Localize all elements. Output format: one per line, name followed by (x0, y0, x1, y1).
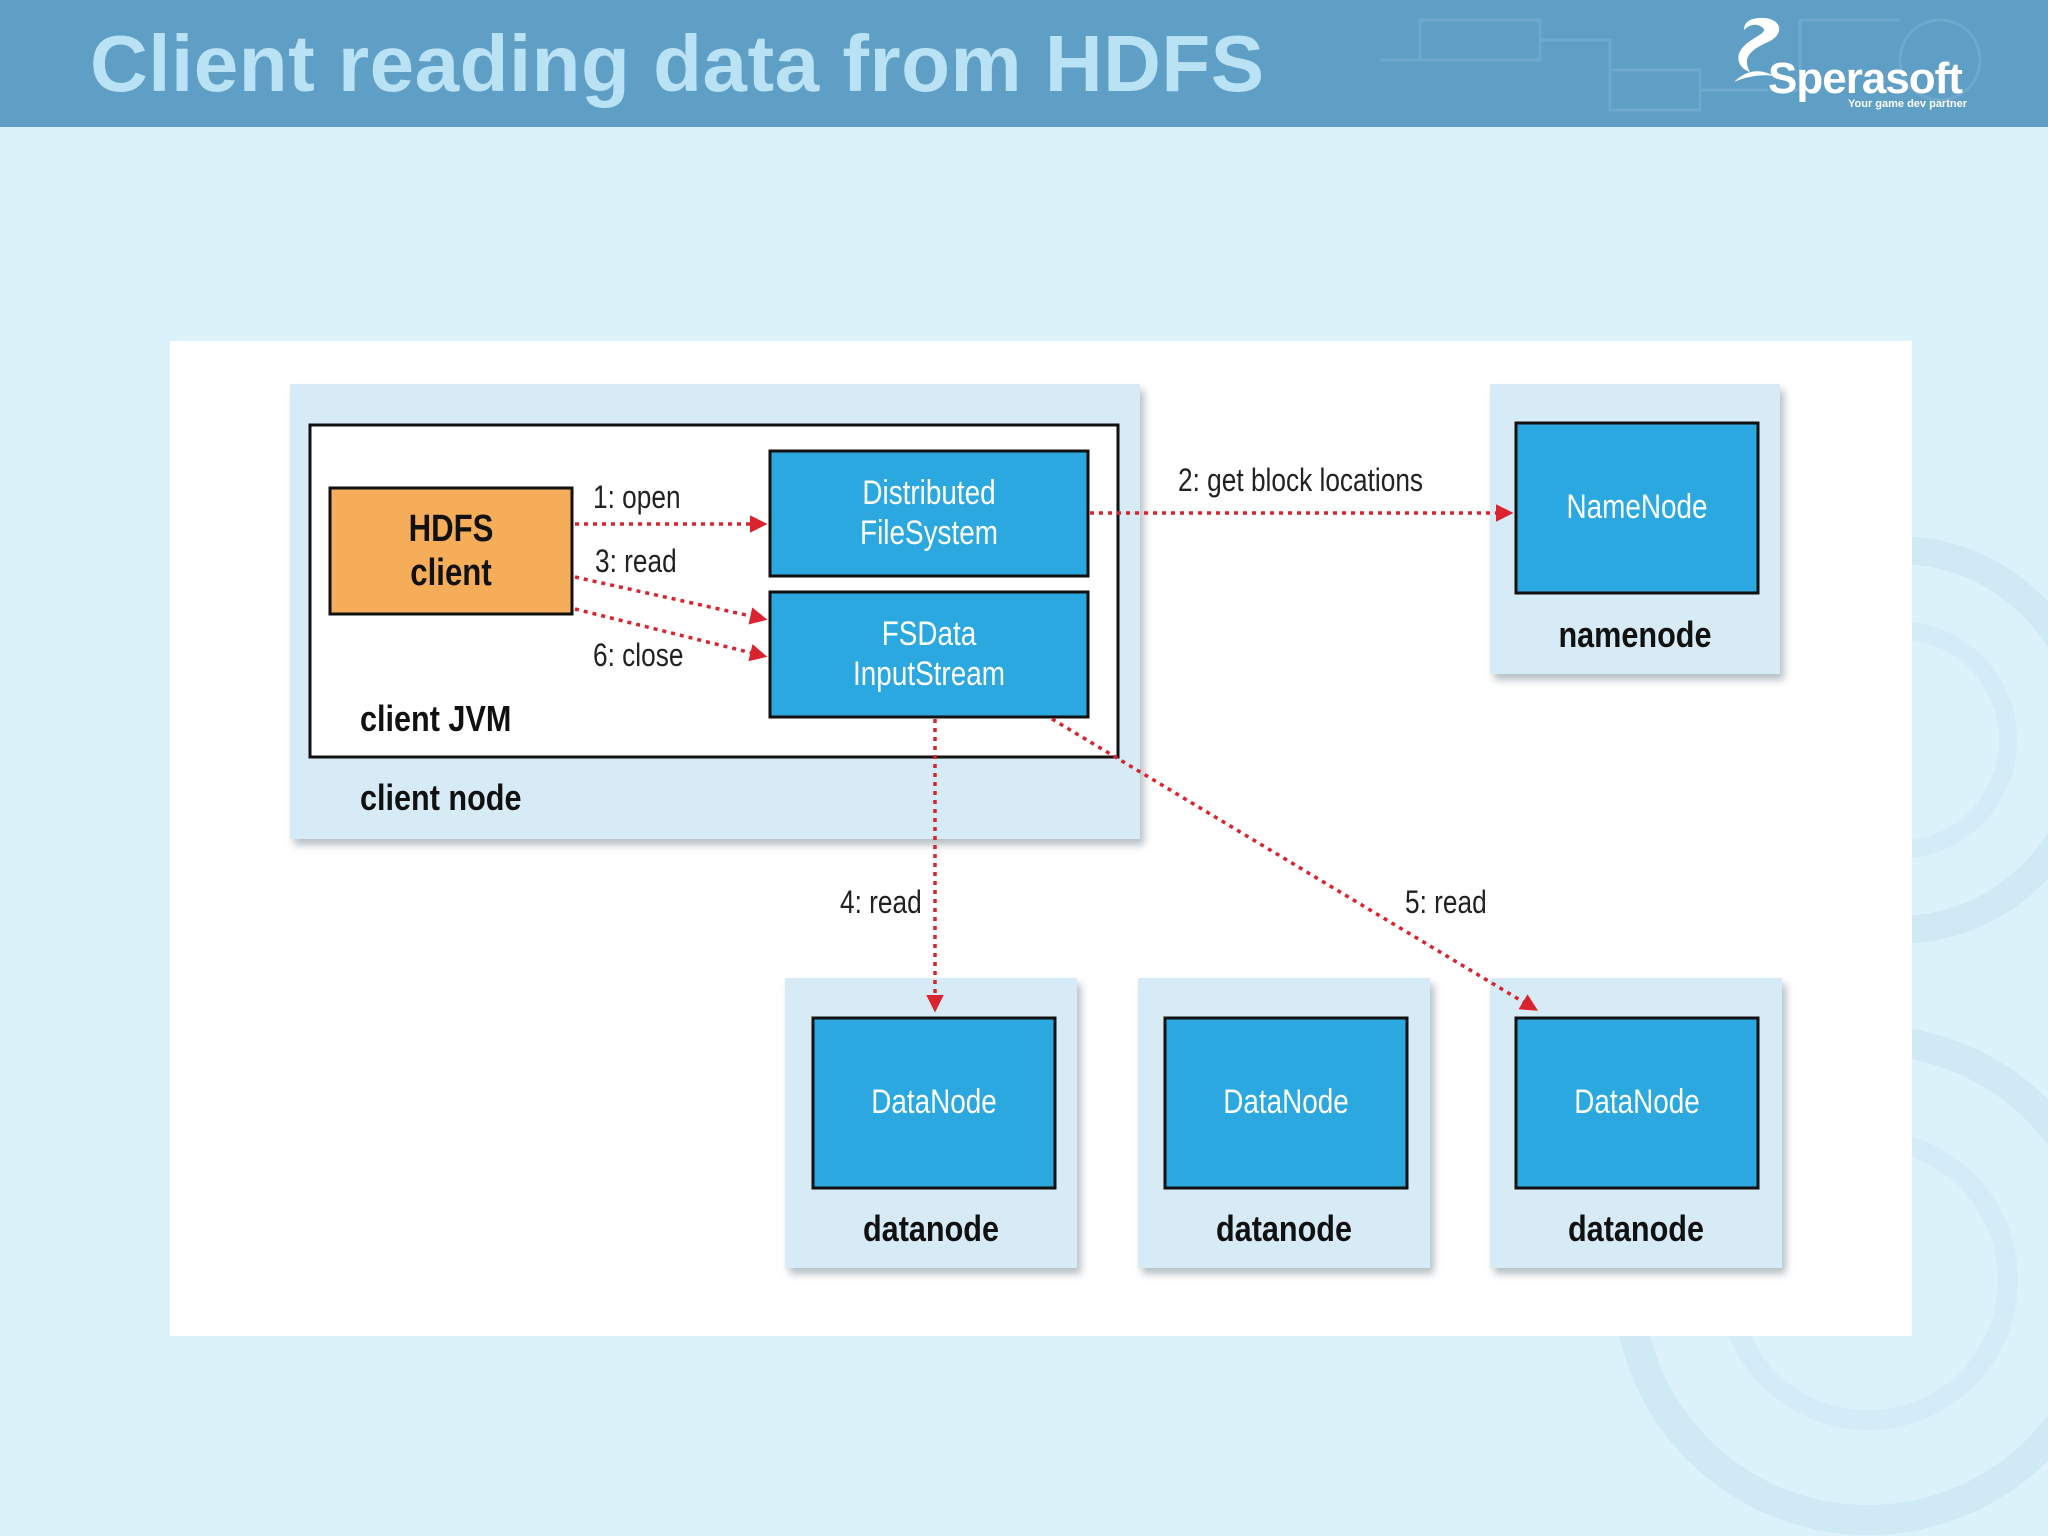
datanode-box-label-3: DataNode (1574, 1083, 1700, 1121)
slide-title: Client reading data from HDFS (90, 19, 1265, 108)
logo-wordmark: Sperasoft (1768, 54, 1963, 103)
distributed-filesystem-line-2: FileSystem (860, 514, 998, 552)
arrow-read-5 (1051, 717, 1539, 1011)
sperasoft-logo: Sperasoft Your game dev partner (1720, 12, 2020, 116)
namenode-box-label: NameNode (1566, 488, 1708, 526)
logo-tagline: Your game dev partner (1848, 98, 1967, 110)
edge-label-read-4: 4: read (840, 884, 922, 920)
datanode-box-label-2: DataNode (1223, 1083, 1349, 1121)
fsdata-inputstream-box (768, 590, 1090, 719)
edge-label-get-block-locations: 2: get block locations (1178, 462, 1424, 498)
slide-header: Client reading data from HDFS Sperasoft … (0, 0, 2048, 127)
hdfs-read-diagram: HDFS client Distributed FileSystem FSDat… (170, 341, 1912, 1336)
datanode-box-3 (1514, 1016, 1760, 1190)
datanode-label-3: datanode (1567, 1208, 1704, 1249)
hdfs-client-line-2: client (410, 552, 492, 594)
edge-label-read-5: 5: read (1405, 884, 1487, 920)
distributed-filesystem-label: Distributed FileSystem (799, 473, 1060, 553)
header-circuit-decoration (1380, 18, 1982, 112)
fsdata-inputstream-label: FSData InputStream (799, 614, 1060, 694)
namenode-label: namenode (1558, 614, 1712, 655)
arrow-close (574, 607, 768, 662)
fsdata-inputstream-line-2: InputStream (853, 655, 1005, 693)
edge-label-close: 6: close (593, 637, 684, 673)
hdfs-client-box (328, 486, 574, 616)
edge-label-open: 1: open (593, 479, 681, 515)
diagram-shapes (290, 384, 1782, 1268)
datanode-box-label-1: DataNode (871, 1083, 997, 1121)
edge-label-read-3: 3: read (595, 543, 677, 579)
fsdata-inputstream-line-1: FSData (881, 615, 977, 653)
datanode-label-1: datanode (862, 1208, 999, 1249)
distributed-filesystem-box (768, 449, 1090, 578)
client-node-label: client node (360, 777, 522, 818)
client-jvm-label: client JVM (360, 698, 512, 739)
sperasoft-logo-mark (1734, 17, 1780, 82)
hdfs-client-line-1: HDFS (408, 508, 494, 550)
datanode-box-2 (1163, 1016, 1409, 1190)
hdfs-client-label: HDFS client (352, 507, 550, 595)
datanode-box-1 (811, 1016, 1057, 1190)
namenode-box (1514, 421, 1760, 595)
distributed-filesystem-line-1: Distributed (862, 474, 996, 512)
datanode-label-2: datanode (1215, 1208, 1352, 1249)
